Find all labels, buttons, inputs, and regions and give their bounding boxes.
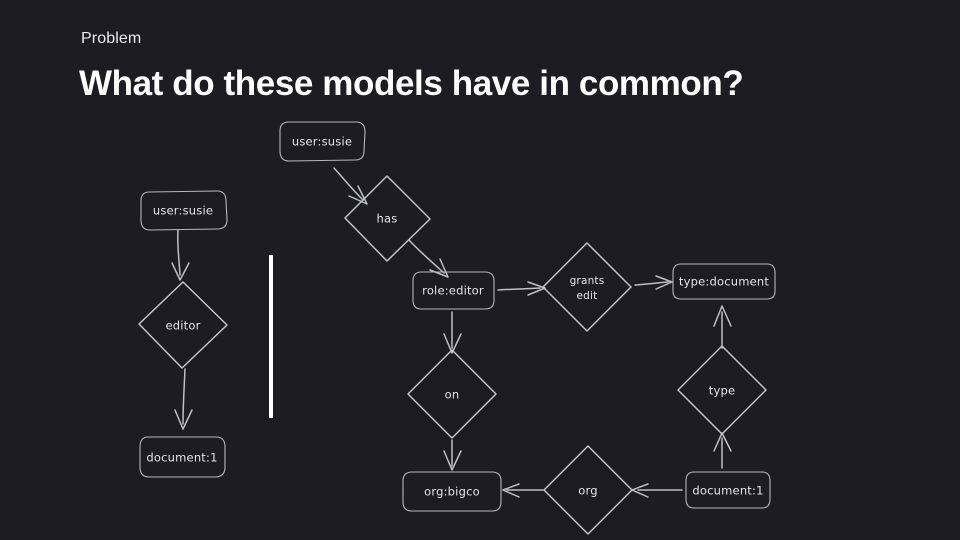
node-label: type — [709, 384, 736, 398]
edge-role-to-grants — [497, 281, 546, 296]
edge-user-to-editor — [171, 229, 190, 281]
node-label: org:bigco — [424, 485, 480, 499]
node-has[interactable]: has — [344, 175, 431, 262]
edge-role-to-on — [443, 311, 462, 354]
page-title: What do these models have in common? — [79, 64, 744, 103]
node-user-susie-left[interactable]: user:susie — [140, 190, 228, 231]
node-org[interactable]: org — [543, 445, 633, 535]
node-label: editor — [165, 319, 200, 333]
node-editor-left[interactable]: editor — [138, 281, 228, 369]
node-label: type:document — [679, 275, 769, 289]
edge-document-to-org — [631, 483, 683, 498]
node-type[interactable]: type — [677, 345, 767, 435]
slide-eyebrow: Problem — [81, 30, 142, 47]
edge-org-to-orgbigco — [502, 483, 544, 498]
node-label: on — [445, 388, 460, 402]
node-on[interactable]: on — [407, 349, 497, 439]
edge-grants-to-typedoc — [634, 275, 673, 290]
node-type-document[interactable]: type:document — [672, 263, 776, 300]
edge-document-to-type — [713, 432, 732, 469]
node-label: user:susie — [292, 135, 352, 149]
diagram-right-model: user:susie has role:editor grants edit t… — [279, 121, 776, 535]
node-document-1-right[interactable]: document:1 — [685, 471, 771, 509]
edge-editor-to-document — [174, 368, 193, 430]
node-label: org — [578, 484, 597, 498]
node-label: has — [377, 212, 398, 226]
edge-type-to-typedoc — [713, 305, 732, 349]
edge-user-to-has — [333, 167, 368, 205]
node-label: user:susie — [153, 204, 213, 218]
vertical-divider — [269, 255, 273, 418]
node-org-bigco[interactable]: org:bigco — [402, 471, 502, 512]
edge-on-to-orgbigco — [443, 439, 462, 471]
node-grants-edit[interactable]: grants edit — [542, 242, 632, 332]
node-label-line-1: grants — [570, 275, 605, 287]
diagram-left-model: user:susie editor document:1 — [138, 190, 228, 478]
node-label: document:1 — [692, 484, 763, 498]
node-label: document:1 — [146, 451, 217, 465]
node-user-susie-right[interactable]: user:susie — [279, 121, 366, 162]
node-role-editor[interactable]: role:editor — [412, 271, 495, 310]
node-label-line-2: edit — [577, 290, 598, 302]
node-label: role:editor — [422, 284, 484, 298]
node-document-1-left[interactable]: document:1 — [139, 436, 226, 478]
